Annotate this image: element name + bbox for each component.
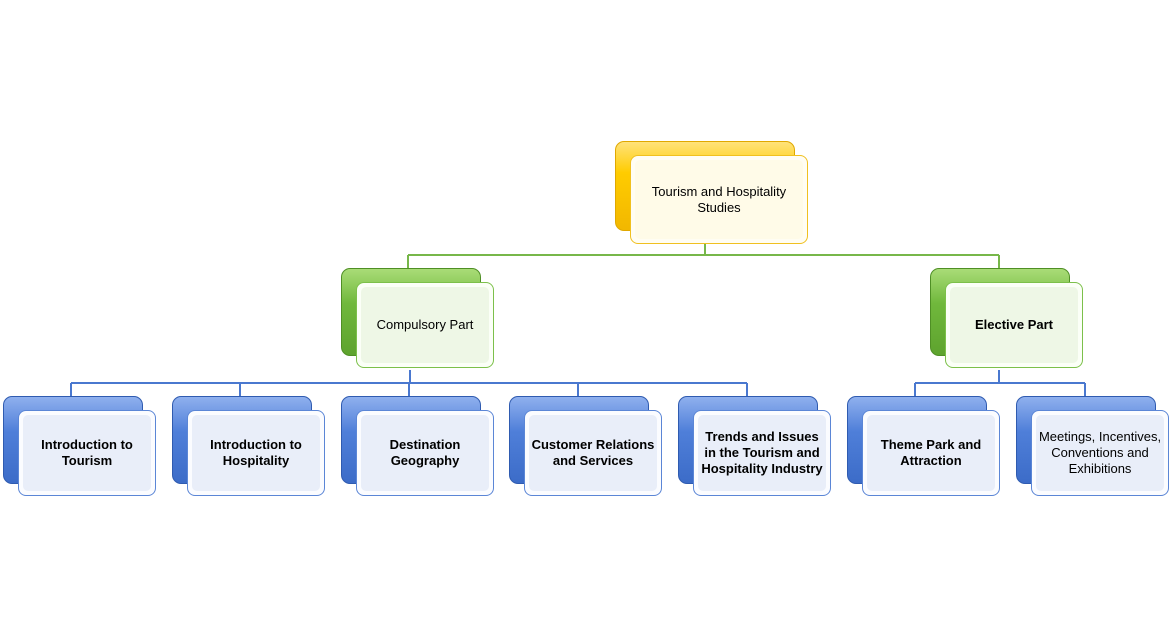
root-node-box: Tourism and Hospitality Studies	[630, 155, 808, 244]
compulsory-part-label: Compulsory Part	[376, 317, 474, 332]
compulsory-part-box: Compulsory Part	[356, 282, 494, 368]
module-box: Meetings, Incentives, Conventions and Ex…	[1031, 410, 1169, 496]
compulsory-connectors	[70, 370, 748, 398]
module-label: Meetings, Incentives, Conventions and Ex…	[1038, 429, 1162, 476]
module-label: Trends and Issues in the Tourism and Hos…	[701, 429, 823, 476]
module-label: Destination Geography	[389, 437, 461, 468]
root-node-label: Tourism and Hospitality Studies	[651, 183, 787, 215]
module-box: Introduction to Tourism	[18, 410, 156, 496]
module-box: Trends and Issues in the Tourism and Hos…	[693, 410, 831, 496]
module-label: Theme Park and Attraction	[880, 437, 982, 468]
module-label: Customer Relations and Services	[531, 437, 655, 468]
module-label: Introduction to Tourism	[41, 437, 133, 468]
module-box: Destination Geography	[356, 410, 494, 496]
module-box: Customer Relations and Services	[524, 410, 662, 496]
module-box: Introduction to Hospitality	[187, 410, 325, 496]
module-box: Theme Park and Attraction	[862, 410, 1000, 496]
root-connectors	[407, 244, 1000, 270]
elective-part-label: Elective Part	[974, 317, 1054, 332]
elective-part-box: Elective Part	[945, 282, 1083, 368]
module-label: Introduction to Hospitality	[210, 437, 302, 468]
elective-connectors	[914, 370, 1086, 398]
